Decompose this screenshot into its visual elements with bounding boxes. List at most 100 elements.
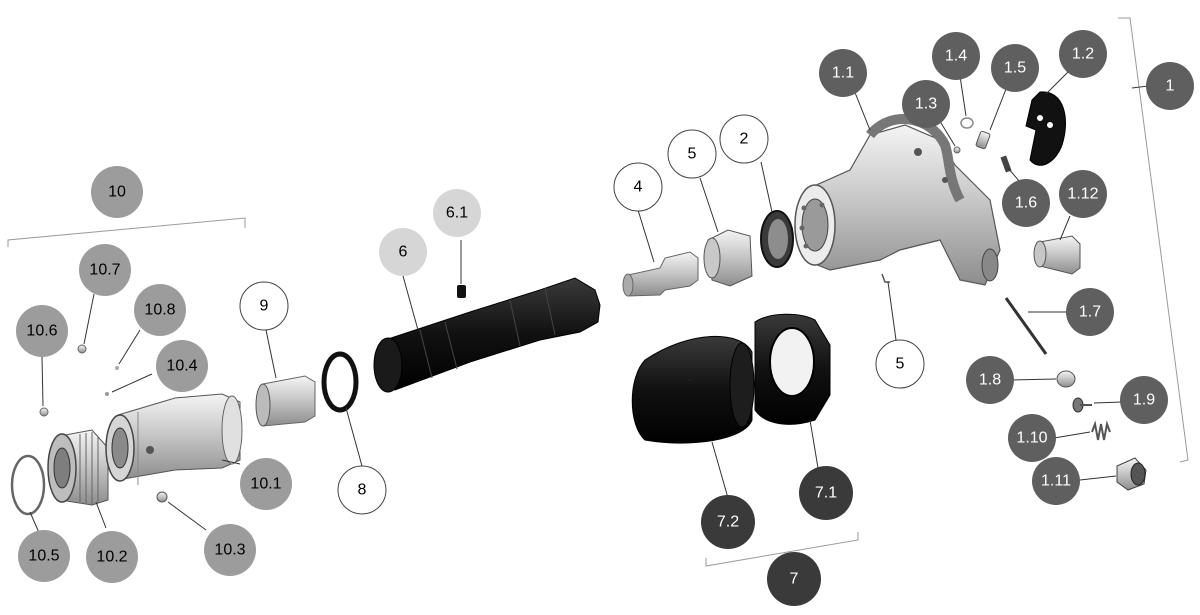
group-1-bracket [1118,17,1189,463]
callout-1-1-label: 1.1 [832,65,854,82]
callout-7-2-label: 7.2 [717,514,739,531]
knurled-nut-10-2 [47,429,109,506]
callout-10-8: 10.8 [134,284,186,336]
plug-1-11 [1116,457,1147,491]
callout-10-7: 10.7 [79,244,131,296]
pin-1-5 [975,130,991,150]
callout-1-4-label: 1.4 [945,48,967,65]
set-screw-6-1 [457,285,466,298]
callout-6-label: 6 [399,244,408,261]
shaft-4 [622,251,699,297]
key-5 [881,273,890,283]
group-10-bracket [7,217,246,247]
ring-1-4 [960,117,974,129]
callout-5-top: 5 [667,129,717,179]
callout-10-label: 10 [108,184,126,201]
callout-1-6: 1.6 [1002,179,1050,227]
callout-9-label: 9 [260,298,269,315]
callout-8: 8 [337,465,387,515]
callout-10-5: 10.5 [18,530,70,582]
ring-2 [760,210,794,268]
callout-10-6: 10.6 [16,305,68,357]
callout-1-11: 1.11 [1032,457,1080,505]
callout-1-8: 1.8 [966,356,1014,404]
pin-10-4 [105,392,109,396]
callout-10: 10 [91,166,143,218]
callout-4-label: 4 [634,179,643,196]
callout-10-7-label: 10.7 [89,262,120,279]
callout-1-10-label: 1.10 [1016,430,1047,447]
callout-2-label: 2 [740,131,749,148]
callout-10-4: 10.4 [156,340,208,392]
callout-7-1: 7.1 [799,466,853,520]
callout-6-1-label: 6.1 [446,205,468,222]
callout-10-5-label: 10.5 [28,548,59,565]
callout-1-11-label: 1.11 [1041,473,1071,490]
callout-1-3-label: 1.3 [915,96,937,113]
rod-1-7 [1004,297,1048,355]
callout-10-2-label: 10.2 [96,549,127,566]
valve-pin-1-9 [1072,397,1092,413]
callout-10-2: 10.2 [86,531,138,583]
callout-1-6-label: 1.6 [1015,195,1037,212]
callout-1-1: 1.1 [819,49,867,97]
group-7-bracket [705,532,859,567]
ball-1-8 [1056,370,1076,388]
chuck-body-10-1 [105,393,243,485]
spring-1-10 [1091,420,1111,441]
callout-1: 1 [1146,62,1194,110]
callout-10-4-label: 10.4 [166,358,197,375]
callout-2: 2 [719,114,769,164]
callout-10-3-label: 10.3 [214,542,245,559]
callout-5-bottom-label: 5 [896,356,905,373]
callout-7-1-label: 7.1 [815,485,837,502]
callout-1-5: 1.5 [991,44,1039,92]
callout-4: 4 [613,162,663,212]
housing-1-1 [794,114,1001,286]
coupler-5 [703,229,753,287]
callout-1-12: 1.12 [1059,170,1107,218]
fitting-1-12 [1033,235,1081,275]
callout-1-8-label: 1.8 [979,372,1001,389]
collar-7-1 [754,313,831,425]
callout-8-label: 8 [358,482,367,499]
callout-6-1: 6.1 [433,189,481,237]
callout-10-6-label: 10.6 [26,323,57,340]
callout-10-1: 10.1 [240,458,292,510]
callout-5-bottom: 5 [875,339,925,389]
callout-1-9: 1.9 [1120,376,1168,424]
svg-text:~: ~ [688,376,693,385]
leader-lines [29,67,1149,536]
callout-10-1-label: 10.1 [250,476,281,493]
callout-1-2: 1.2 [1059,30,1107,78]
callout-10-3: 10.3 [204,524,256,576]
pin-10-8 [115,366,119,370]
callout-7: 7 [767,552,821,606]
sleeve-9 [255,375,316,427]
callout-7-label: 7 [790,571,799,588]
ball-10-3 [156,491,168,503]
callout-1-5-label: 1.5 [1004,60,1026,77]
callout-7-2: 7.2 [701,495,755,549]
callout-1-9-label: 1.9 [1133,392,1155,409]
callout-1-7: 1.7 [1066,288,1114,336]
callout-10-8-label: 10.8 [144,302,175,319]
callout-5-top-label: 5 [688,146,697,163]
callout-1-12-label: 1.12 [1067,186,1098,203]
boot-7-2: ~ [631,336,755,444]
ball-10-6 [39,407,49,417]
callout-1-2-label: 1.2 [1072,46,1094,63]
callout-1-10: 1.10 [1008,414,1056,462]
callout-1-4: 1.4 [932,32,980,80]
o-ring-8 [321,351,359,413]
callout-1-3: 1.3 [902,80,950,128]
barrel-6 [373,277,601,393]
callout-1-label: 1 [1166,78,1175,95]
callout-6: 6 [379,228,427,276]
snap-ring-10-5 [10,454,46,516]
ball-1-3 [953,146,961,154]
ball-10-7 [77,344,87,354]
lever-1-2 [1025,91,1067,166]
callout-1-7-label: 1.7 [1079,304,1101,321]
